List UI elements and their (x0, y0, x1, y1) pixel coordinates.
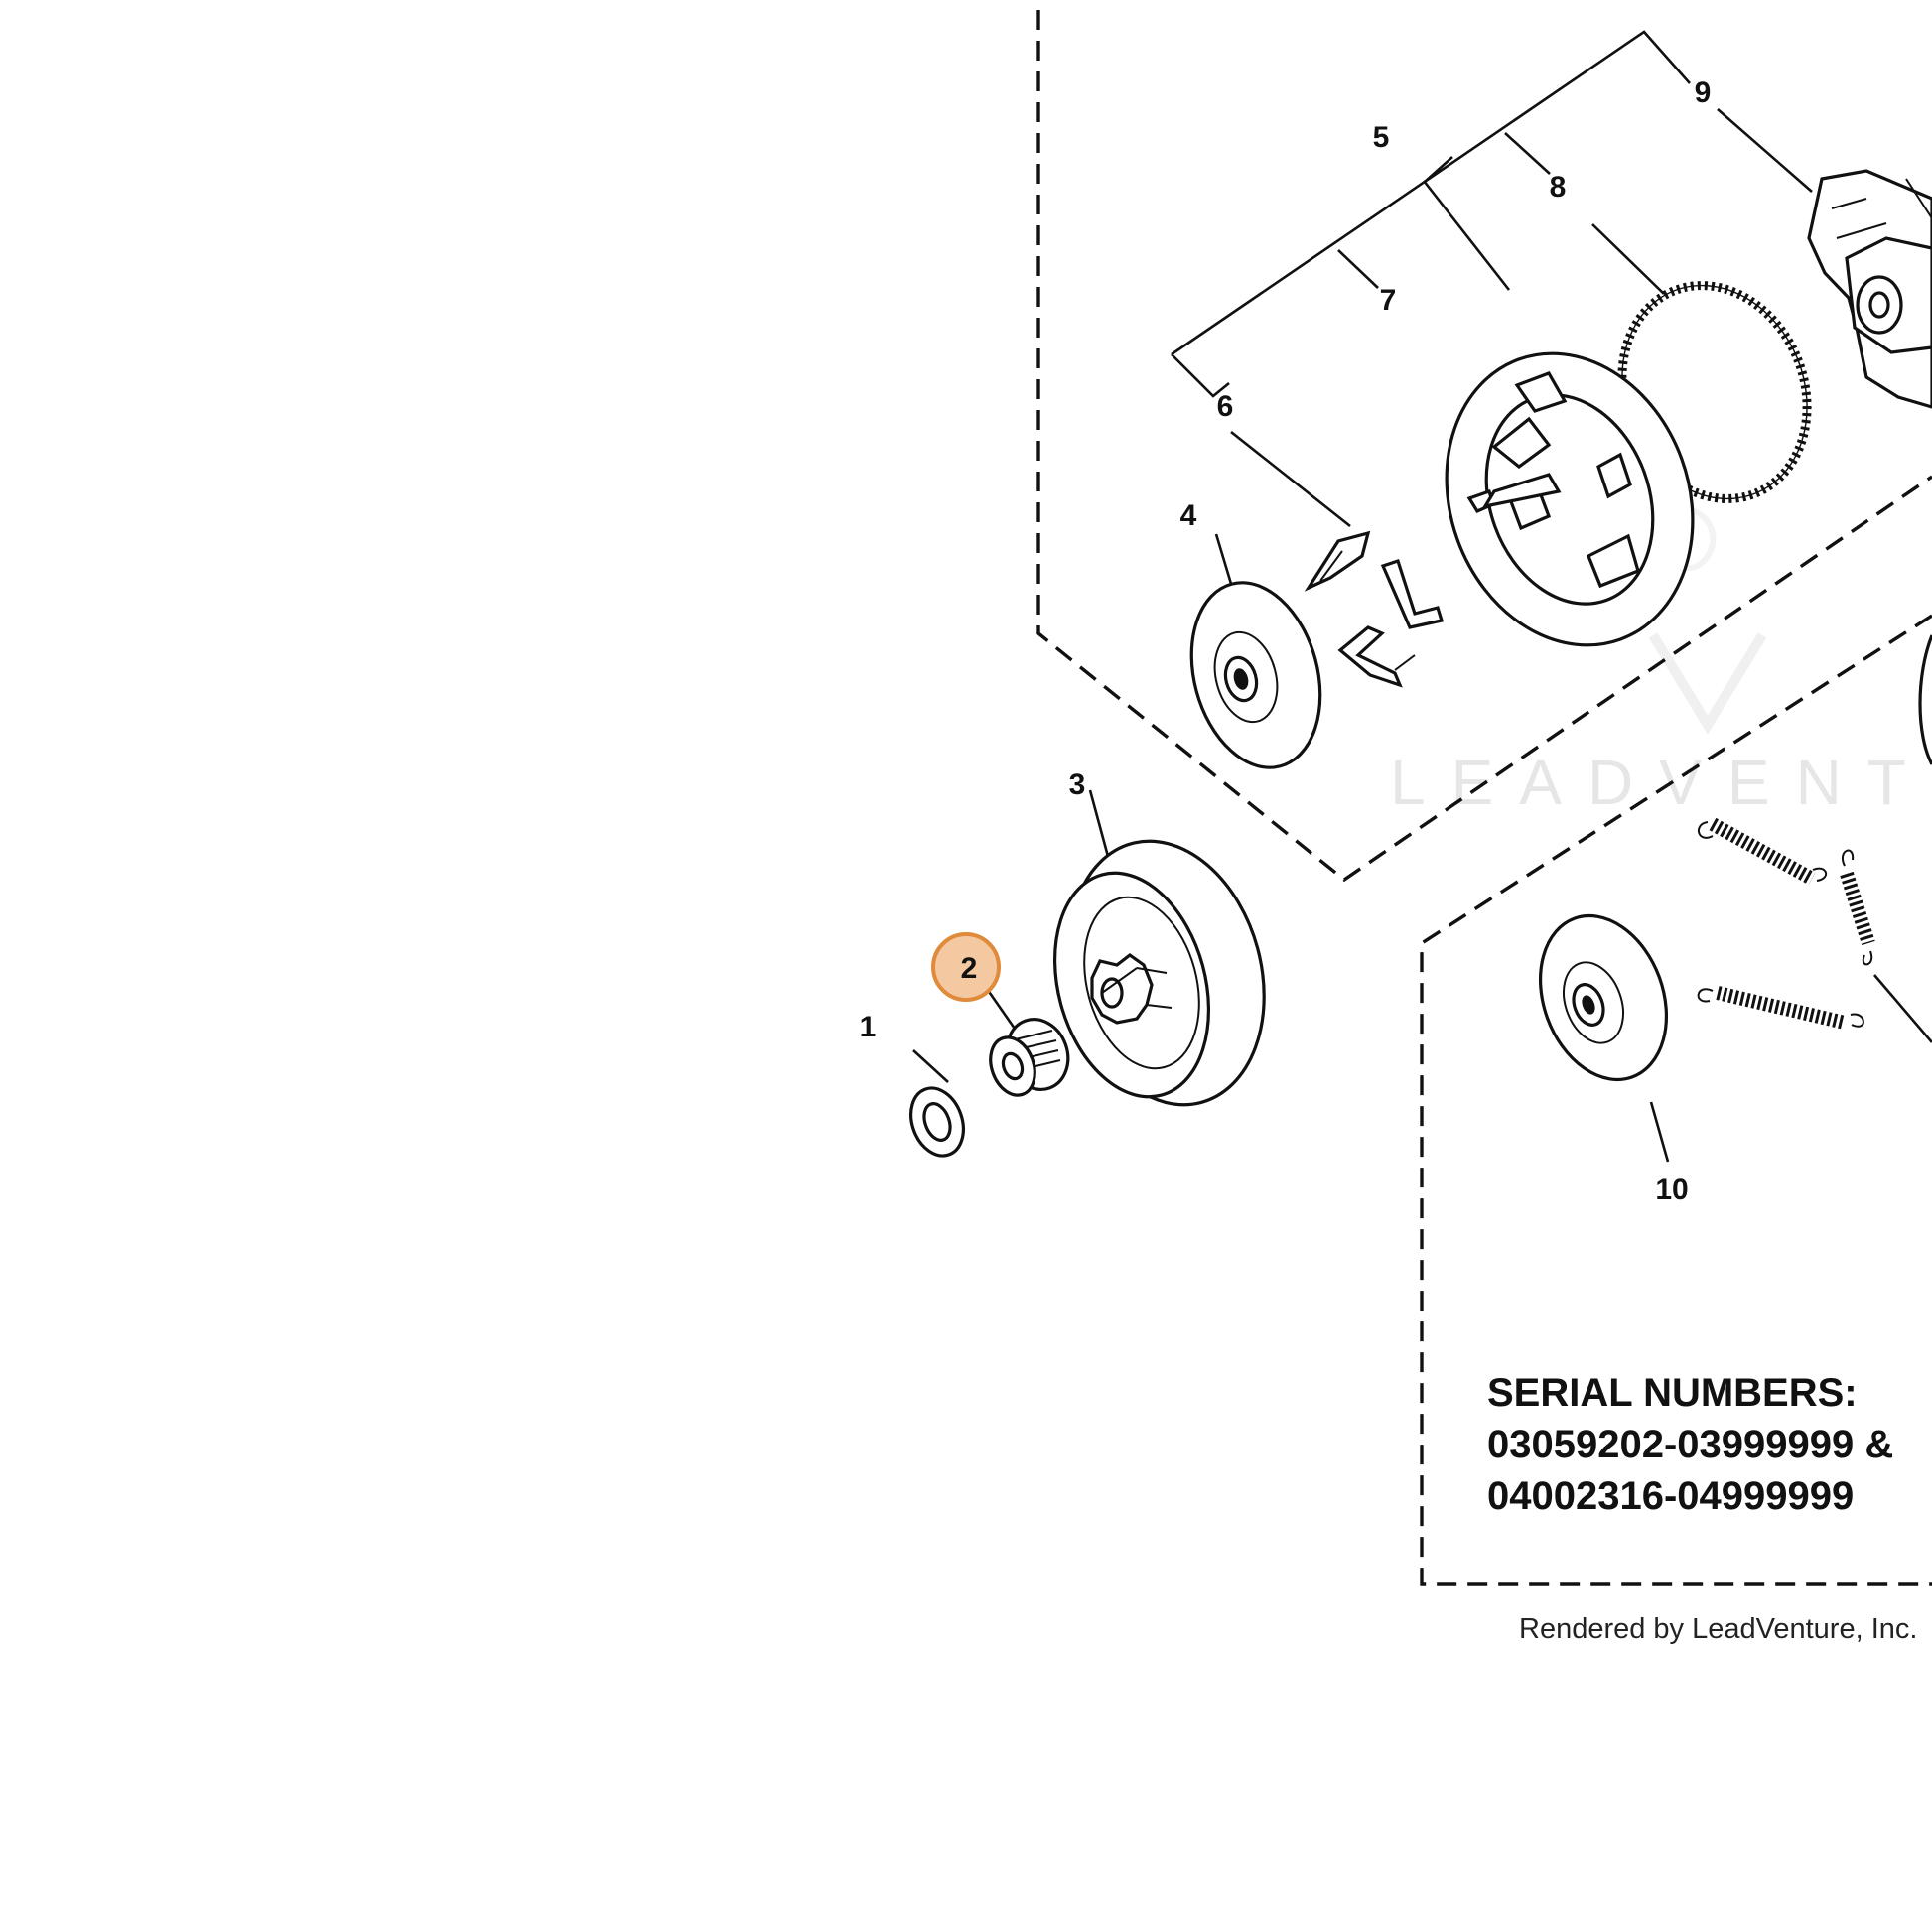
part-2-needle-bearing (989, 1018, 1070, 1097)
part-10-washer-plate (1538, 913, 1669, 1082)
callout-10[interactable]: 10 (1655, 1173, 1688, 1206)
callout-8[interactable]: 8 (1550, 171, 1567, 204)
callout-4[interactable]: 4 (1180, 499, 1197, 532)
callout-1[interactable]: 1 (860, 1011, 877, 1043)
upper-group-boundary (1036, 10, 1932, 883)
part-9-bracket (1807, 169, 1932, 409)
part-7-clutch-shoes (1445, 351, 1695, 647)
part-4-washer-plate (1189, 581, 1322, 769)
serial-numbers-range-2: 04002316-04999999 (1487, 1474, 1854, 1518)
callout-bracket-lines (912, 30, 1932, 1163)
watermark-text: LEADVENTUR (1390, 747, 1932, 818)
callout-3[interactable]: 3 (1069, 768, 1086, 801)
lower-group-boundary (1420, 614, 1932, 1586)
callout-6[interactable]: 6 (1217, 390, 1234, 423)
part-1-washer (909, 1086, 965, 1158)
selected-callout-highlight[interactable] (931, 932, 1001, 1002)
serial-numbers-heading: SERIAL NUMBERS: (1487, 1371, 1858, 1415)
serial-numbers-range-1: 03059202-03999999 & (1487, 1423, 1893, 1466)
callout-9[interactable]: 9 (1695, 76, 1712, 109)
tension-springs (1697, 817, 1875, 1030)
part-3-clutch-drum (1052, 839, 1266, 1107)
callout-5[interactable]: 5 (1373, 121, 1390, 154)
callout-2[interactable]: 2 (961, 952, 978, 985)
partial-disc-edge (1918, 634, 1932, 765)
part-6-clips (1304, 530, 1445, 688)
render-credit: Rendered by LeadVenture, Inc. (1519, 1613, 1917, 1645)
callout-7[interactable]: 7 (1380, 284, 1397, 317)
